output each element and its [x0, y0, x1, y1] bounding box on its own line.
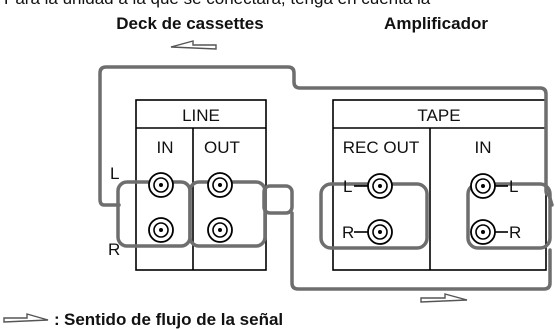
jack-amp-recout-r[interactable]	[367, 219, 393, 245]
left-row-l-label: L	[110, 164, 119, 183]
tape-in-label: IN	[475, 138, 492, 157]
jack-deck-out-l[interactable]	[207, 172, 233, 198]
deck-cable-bridge	[262, 184, 294, 215]
jack-deck-out-r[interactable]	[207, 217, 233, 243]
cable-deck-out-to-amp-in	[98, 65, 554, 207]
line-panel-label: LINE	[182, 106, 220, 125]
line-out-label: OUT	[204, 138, 240, 157]
jack-deck-in-l[interactable]	[148, 172, 174, 198]
cable-amp-recout-to-deck-in	[290, 211, 552, 291]
amplifier-title: Amplificador	[384, 14, 488, 33]
jack-deck-in-r[interactable]	[148, 217, 174, 243]
amp-recout-l-label: L	[343, 177, 352, 196]
tape-panel-label: TAPE	[417, 106, 460, 125]
top-cut-text: Para la unidad a la que se conectará, te…	[4, 0, 431, 8]
cassette-deck-title: Deck de cassettes	[116, 14, 263, 33]
amp-in-r-label: R	[509, 223, 521, 242]
left-row-r-label: R	[108, 240, 120, 259]
tape-rec-out-label: REC OUT	[343, 138, 420, 157]
flow-arrow-right-icon	[420, 293, 468, 303]
jack-amp-recout-l[interactable]	[367, 173, 393, 199]
amp-in-jack-group	[466, 182, 552, 250]
legend-separator: :	[54, 310, 60, 329]
jack-amp-in-l[interactable]	[470, 173, 496, 199]
line-in-label: IN	[157, 138, 174, 157]
legend-flow-arrow-icon	[3, 313, 49, 323]
legend-text: Sentido de flujo de la señal	[64, 310, 283, 329]
jack-amp-in-r[interactable]	[470, 219, 496, 245]
amp-in-l-label: L	[509, 177, 518, 196]
amp-recout-r-label: R	[342, 223, 354, 242]
flow-arrow-left-icon	[170, 40, 217, 50]
